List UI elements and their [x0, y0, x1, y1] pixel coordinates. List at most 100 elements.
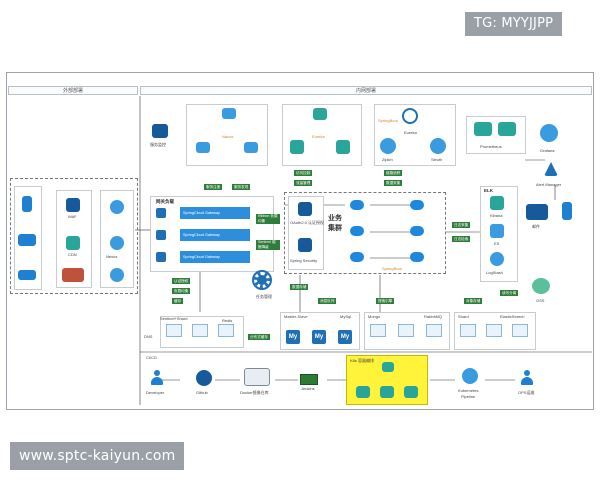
mobile-alert-icon	[562, 202, 572, 220]
ops-label: OPS运维	[518, 390, 535, 395]
gateway-2[interactable]: SpringCloud Gateway	[180, 229, 250, 241]
spring-security-label: Spring Security	[290, 258, 318, 263]
elk-label: ELK	[484, 188, 493, 193]
gateway-1[interactable]: SpringCloud Gateway	[180, 207, 250, 219]
service-node-4	[410, 200, 424, 210]
dns-label: DNS	[144, 334, 153, 339]
tag-ribbon: Ribbon 负载均衡	[256, 214, 280, 224]
logstash-icon	[490, 252, 504, 266]
tag-dist-cache: 分布式缓存	[248, 334, 270, 340]
redis-shard-3	[218, 324, 234, 337]
github-icon	[196, 370, 212, 386]
zipkin-icon	[380, 138, 396, 154]
mq-node-2	[398, 324, 414, 337]
es-node-2	[486, 324, 502, 337]
docker-label: Docker镜像仓库	[240, 390, 269, 395]
nacos-label: Nacos	[222, 134, 234, 139]
business-cluster-label: 业务集群	[328, 215, 342, 232]
mysql-node-3: My	[338, 330, 352, 344]
prometheus-icon-1	[474, 122, 492, 136]
waf-label: WAF	[68, 214, 77, 219]
sentinel-shard-label: Sentinel+Shard	[160, 316, 188, 321]
mysql-node-1: My	[286, 330, 300, 344]
pipeline-label: Pipeline	[461, 394, 476, 399]
gateway-group-label: 网关负载	[156, 199, 174, 204]
service-node-5	[410, 226, 424, 236]
k8s-node-1	[356, 386, 370, 398]
email-label: 邮件	[532, 224, 540, 229]
redis-label: Redis	[222, 318, 233, 323]
tag-register: 服务注册	[204, 184, 223, 190]
tag-search: 搜索引擎	[376, 298, 395, 304]
security-shield-icon	[298, 238, 312, 252]
registry-node-top	[313, 108, 327, 120]
tag-auth: 认证授权	[172, 278, 191, 284]
mysql-label: MySql	[340, 314, 352, 319]
mysql-node-2: My	[312, 330, 326, 344]
k8s-node-2	[380, 386, 394, 398]
logstash-label: LogStash	[486, 270, 503, 275]
es-label: ES	[494, 241, 500, 246]
desktop-icon	[18, 234, 36, 246]
nacos-node-top	[222, 108, 236, 119]
rabbitmq-label: RabbitMQ	[424, 314, 443, 319]
email-icon	[526, 204, 548, 220]
top-watermark: TG: MYYJJPP	[465, 12, 563, 36]
service-node-2	[350, 226, 364, 236]
oss-icon	[532, 278, 550, 294]
tag-cache: 缓存	[172, 298, 184, 304]
tag-traffic: 流量管理	[294, 180, 313, 186]
nexus-icon-2	[110, 236, 124, 250]
master-slave-label: Master-Slave	[284, 314, 308, 319]
cdn-icon	[66, 236, 80, 250]
service-node-1	[350, 200, 364, 210]
k8s-node-top	[382, 362, 394, 372]
tag-oss: 对象存储	[464, 298, 483, 304]
sleuth-label: Sleuth	[431, 157, 443, 162]
sleuth-icon	[430, 138, 446, 154]
tag-lb: 负载均衡	[172, 288, 191, 294]
gateway-icon-1	[156, 208, 166, 218]
phone-icon	[22, 196, 32, 212]
tag-log-search: 日志检索	[452, 236, 471, 242]
oss-label: OSS	[536, 298, 545, 303]
redis-shard-1	[166, 324, 182, 337]
gateway-3[interactable]: SpringCloud Gateway	[180, 251, 250, 263]
tag-tracing: 链路追踪	[384, 170, 403, 176]
nexus-icon-3	[110, 268, 124, 282]
shard-label: Shard	[458, 314, 469, 319]
tag-discover: 服务发现	[232, 184, 251, 190]
task-label: 任务管理	[256, 294, 272, 299]
service-node-6	[410, 252, 424, 262]
cicd-label: CI/CD	[146, 355, 157, 360]
tag-rw-split: 读写分离	[500, 290, 519, 296]
es-icon	[490, 224, 504, 238]
nacos-node-left	[196, 142, 210, 153]
eureka-label: Eureka	[404, 130, 417, 135]
tag-mq: 消息队列	[318, 298, 337, 304]
tag-sentinel: Sentinel 熔断降级	[256, 240, 280, 250]
task-gear-icon	[252, 270, 272, 290]
grafana-label: Grafana	[540, 148, 555, 153]
cdn-label: CDN	[68, 252, 77, 257]
alert-label: Alert Manager	[536, 182, 562, 187]
developer-label: Developer	[146, 390, 165, 395]
tag-storage: 数据存储	[290, 284, 309, 290]
zipkin-label: Zipkin	[382, 157, 393, 162]
kubernetes-label: Kubernetes	[458, 388, 479, 393]
mq-node-1	[370, 324, 386, 337]
github-label: Github	[196, 390, 208, 395]
mq-node-3	[426, 324, 442, 337]
laptop-icon	[18, 270, 36, 280]
registry-node-right	[336, 140, 350, 154]
ops-icon	[520, 370, 534, 386]
gateway-icon-2	[156, 230, 166, 240]
internal-deploy-header: 内网部署	[140, 86, 592, 95]
waf-shield-icon	[66, 198, 80, 212]
eureka-cluster-label: Eureka	[312, 134, 325, 139]
mongo-label: Mongo	[368, 314, 381, 319]
business-cluster-group	[284, 192, 446, 274]
grafana-icon	[540, 124, 558, 142]
kibana-icon	[490, 196, 504, 210]
external-clients-group	[10, 178, 138, 294]
